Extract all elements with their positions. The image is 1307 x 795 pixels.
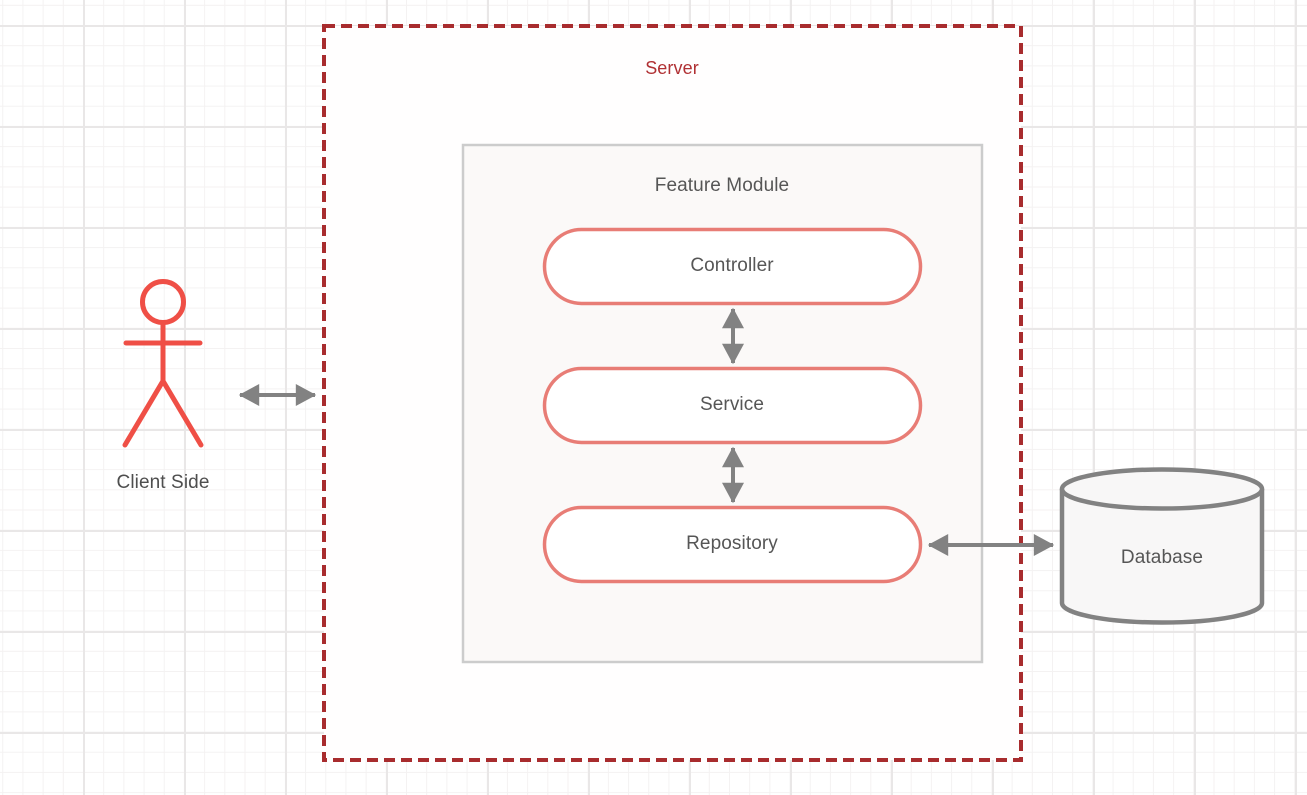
database-label: Database: [1120, 547, 1204, 568]
feature-module-label: Feature Module: [654, 175, 790, 196]
service-label: Service: [699, 394, 765, 415]
client-side-label: Client Side: [116, 472, 210, 493]
server-label: Server: [645, 58, 699, 78]
database-cylinder[interactable]: [1059, 467, 1265, 625]
repository-label: Repository: [686, 533, 778, 554]
repository-node[interactable]: [542, 505, 923, 584]
service-node[interactable]: [542, 366, 923, 445]
controller-label: Controller: [690, 255, 774, 276]
client-actor-figure[interactable]: [122, 279, 204, 448]
controller-node[interactable]: [542, 227, 923, 306]
